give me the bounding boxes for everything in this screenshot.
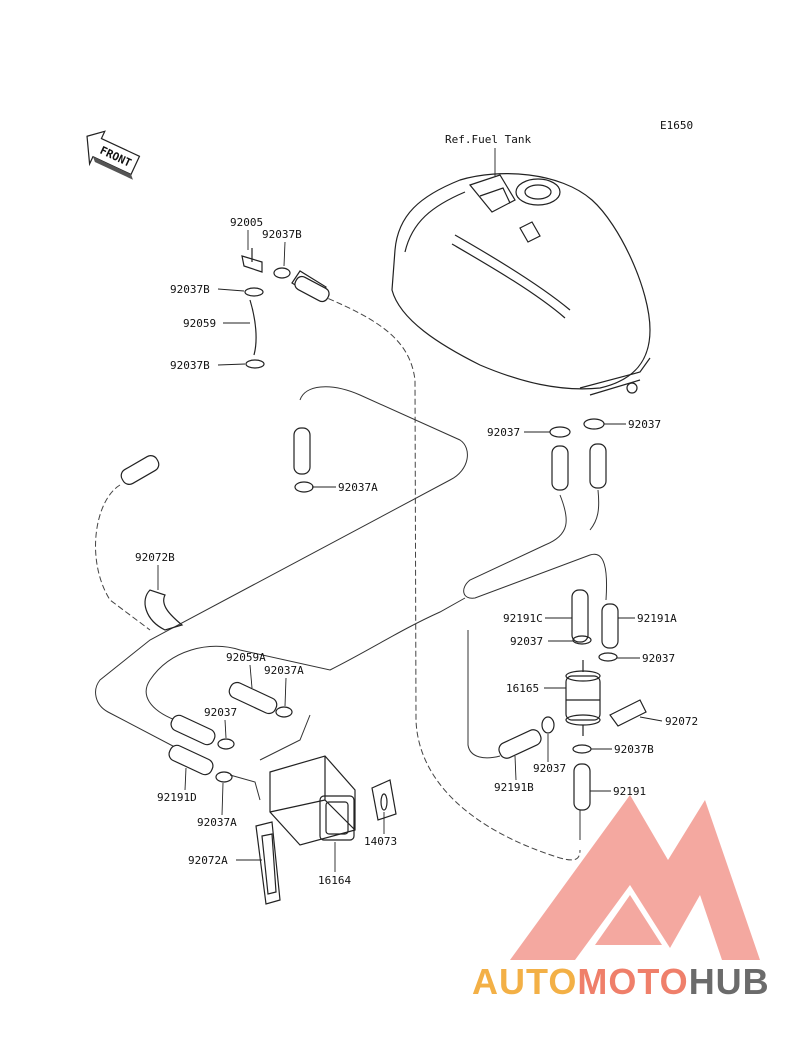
part-labels: 92005 92037B 92037B 92059 92037B 92037 9… [135,216,698,887]
canister-16164 [269,755,356,846]
hose-92191 [573,763,591,811]
fuel-filter-16165 [565,660,601,736]
bracket-14073 [371,779,397,821]
brand-wordmark: AUTOMOTOHUB [472,961,770,1002]
label-92037-right: 92037 [628,418,661,431]
brand-auto: AUTO [472,961,577,1002]
brand-hub: HUB [689,961,770,1002]
label-92191B: 92191B [494,781,534,794]
brand-logo-icon [510,795,760,960]
label-16164: 16164 [318,874,351,887]
label-14073: 14073 [364,835,397,848]
label-92037B-left2: 92037B [170,359,210,372]
label-92072B: 92072B [135,551,175,564]
hose-92191D [168,744,214,776]
hose-mid-left [293,427,311,475]
ref-fuel-tank-label: Ref.Fuel Tank [445,133,531,146]
label-92037B-left1: 92037B [170,283,210,296]
label-92037-a: 92037 [510,635,543,648]
fuel-tank [391,173,651,396]
label-92005: 92005 [230,216,263,229]
hose-92059A [228,681,278,715]
label-92059A: 92059A [226,651,266,664]
label-92037A-bottom: 92037A [197,816,237,829]
label-16165: 16165 [506,682,539,695]
clamp-92072 [609,699,647,727]
label-92191C: 92191C [503,612,543,625]
label-92037A-mid: 92037A [338,481,378,494]
hose-right-1 [551,445,569,491]
clamp-92072B [144,589,184,631]
label-92037-left: 92037 [487,426,520,439]
hose-top-left [120,455,160,485]
label-92072: 92072 [665,715,698,728]
label-92059: 92059 [183,317,216,330]
label-92037-b: 92037 [642,652,675,665]
label-92191D: 92191D [157,791,197,804]
strap-92072A [255,821,281,905]
diagram-code: E1650 [660,119,693,132]
label-92037-d: 92037 [533,762,566,775]
hose-92191B [498,729,542,759]
brand-moto: MOTO [577,961,688,1002]
hose-assembly-top-left [241,248,330,369]
hose-right-2 [589,443,607,489]
hose-92191C [571,589,589,643]
label-92037B-bottom: 92037B [614,743,654,756]
label-92037A-top: 92037A [264,664,304,677]
label-92191A: 92191A [637,612,677,625]
label-92191: 92191 [613,785,646,798]
hose-92037-left [170,714,216,746]
hose-92191A [601,603,619,649]
label-92037B-top: 92037B [262,228,302,241]
label-92072A: 92072A [188,854,228,867]
front-arrow-icon: FRONT [86,130,141,180]
label-92037-c: 92037 [204,706,237,719]
